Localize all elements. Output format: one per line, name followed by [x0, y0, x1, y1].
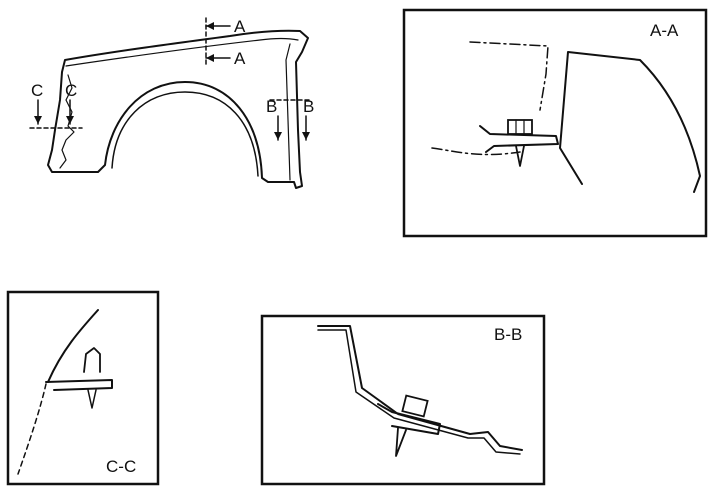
cc-bolt-shank	[87, 389, 97, 409]
front-edge	[59, 74, 75, 169]
panel-section-aa: A-A	[402, 8, 708, 238]
section-c-left-label: C	[31, 81, 43, 100]
aa-lower-line	[431, 147, 521, 156]
panel-bb-title: B-B	[494, 325, 522, 344]
panel-cc-frame	[6, 290, 160, 486]
bb-bracket	[377, 403, 441, 435]
section-c-left-arrowhead	[34, 116, 42, 124]
section-a-upper-label: A	[234, 17, 246, 36]
section-a-lower-label: A	[234, 49, 246, 68]
aa-bracket	[479, 125, 559, 153]
section-c-right-arrowhead	[66, 116, 74, 124]
panel-cc-title: C-C	[106, 457, 136, 476]
aa-bolt-head	[507, 119, 533, 135]
cc-flange	[45, 379, 113, 391]
aa-outer-panel	[559, 51, 701, 193]
panel-aa-frame	[402, 8, 708, 238]
cc-inner-line	[17, 383, 47, 475]
fender-overview: A A B B C C	[29, 17, 314, 189]
bb-bolt-shank	[395, 427, 407, 457]
panel-bb-frame	[260, 314, 546, 486]
section-a-lower-arrowhead	[206, 54, 214, 62]
section-b-right-arrowhead	[302, 132, 310, 140]
cc-outer-panel	[47, 309, 99, 383]
panel-section-cc: C-C	[6, 290, 160, 486]
bb-bolt-head	[401, 394, 429, 418]
section-c-right-label: C	[65, 81, 77, 100]
bb-outer-panel	[317, 325, 523, 451]
section-b-left-label: B	[266, 97, 277, 116]
cc-bolt-head	[83, 347, 101, 373]
wheel-arch-inner	[111, 91, 259, 177]
aa-hood-line	[469, 41, 549, 111]
fender-outline	[47, 29, 309, 189]
panel-aa-title: A-A	[650, 21, 679, 40]
fender-upper-crease	[65, 37, 299, 67]
bb-inner-panel	[317, 329, 521, 455]
aa-bolt-shank	[515, 145, 525, 167]
section-a-upper-arrowhead	[206, 22, 214, 30]
section-b-left-arrowhead	[274, 132, 282, 140]
section-b-right-label: B	[303, 97, 314, 116]
panel-section-bb: B-B	[260, 314, 546, 486]
rear-flange	[285, 43, 291, 181]
